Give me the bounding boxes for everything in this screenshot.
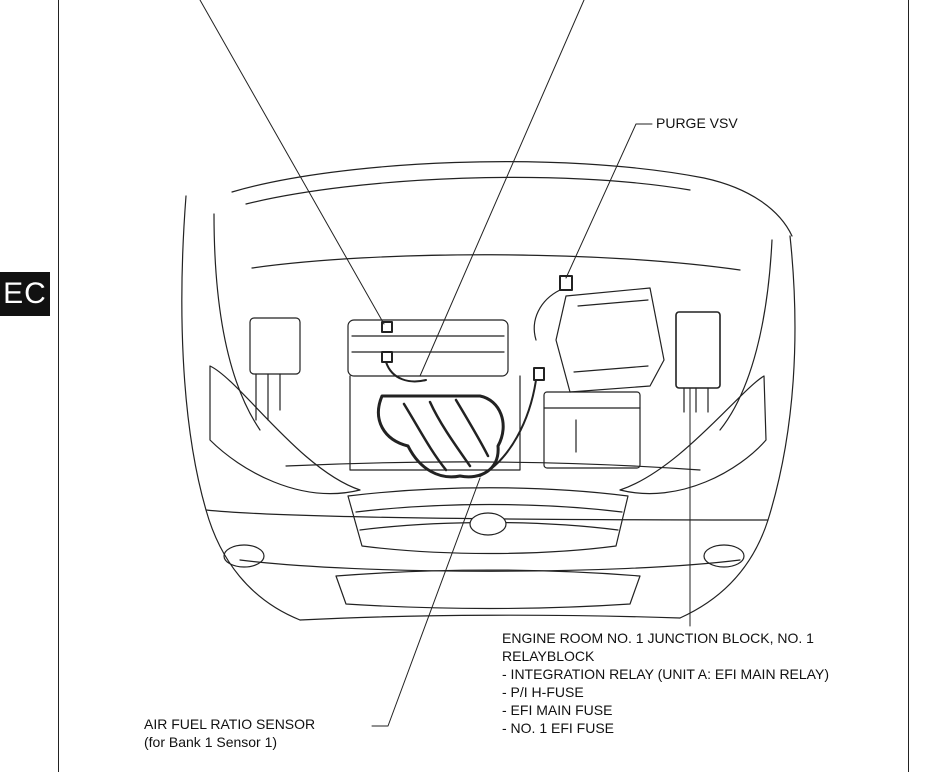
leader-purge — [565, 123, 653, 279]
body-right — [679, 235, 796, 619]
page-border-left — [58, 0, 59, 772]
engine-block — [349, 375, 521, 471]
headlight-right — [619, 375, 767, 495]
radiator-support — [285, 461, 701, 471]
hood-inner — [245, 176, 691, 205]
junction-block — [675, 311, 721, 389]
engine-room-label-line2: RELAYBLOCK — [502, 648, 595, 664]
hood-outline — [231, 161, 793, 237]
leader-top-left — [199, 0, 385, 325]
page-border-right — [908, 0, 909, 772]
headlight-left — [209, 365, 361, 495]
grille-outline — [347, 487, 629, 555]
emblem — [469, 512, 507, 536]
engine-room-label-line1: ENGINE ROOM NO. 1 JUNCTION BLOCK, NO. 1 — [502, 630, 814, 646]
engine-head — [347, 319, 509, 377]
air-fuel-ratio-sensor-label: AIR FUEL RATIO SENSOR (for Bank 1 Sensor… — [144, 715, 315, 751]
engine-room-item: - INTEGRATION RELAY (UNIT A: EFI MAIN RE… — [502, 666, 829, 682]
fog-left — [223, 544, 265, 568]
fender-right — [719, 239, 773, 431]
firewall — [251, 254, 741, 271]
body-left — [181, 195, 301, 621]
engine-room-junction-label: ENGINE ROOM NO. 1 JUNCTION BLOCK, NO. 1 … — [502, 629, 829, 737]
afr-label-line1: AIR FUEL RATIO SENSOR — [144, 716, 316, 732]
bumper-line — [239, 559, 741, 572]
leader-afr — [371, 477, 481, 727]
exhaust-manifold — [376, 394, 505, 479]
section-tab: EC — [0, 272, 50, 316]
engine-room-item: - NO. 1 EFI FUSE — [502, 720, 615, 736]
fender-left — [213, 213, 261, 431]
left-box — [249, 317, 301, 375]
engine-room-item: - P/I H-FUSE — [502, 684, 584, 700]
grille-slat-1 — [355, 503, 623, 513]
bumper-lower — [299, 614, 681, 621]
air-cleaner — [555, 287, 665, 393]
afr-label-line2: (for Bank 1 Sensor 1) — [144, 734, 278, 750]
leader-top-right — [419, 0, 585, 377]
fog-right — [703, 544, 745, 568]
lower-intake — [335, 569, 641, 610]
purge-vsv-label: PURGE VSV — [656, 115, 738, 131]
battery — [543, 391, 641, 469]
engine-room-item: - EFI MAIN FUSE — [502, 702, 613, 718]
